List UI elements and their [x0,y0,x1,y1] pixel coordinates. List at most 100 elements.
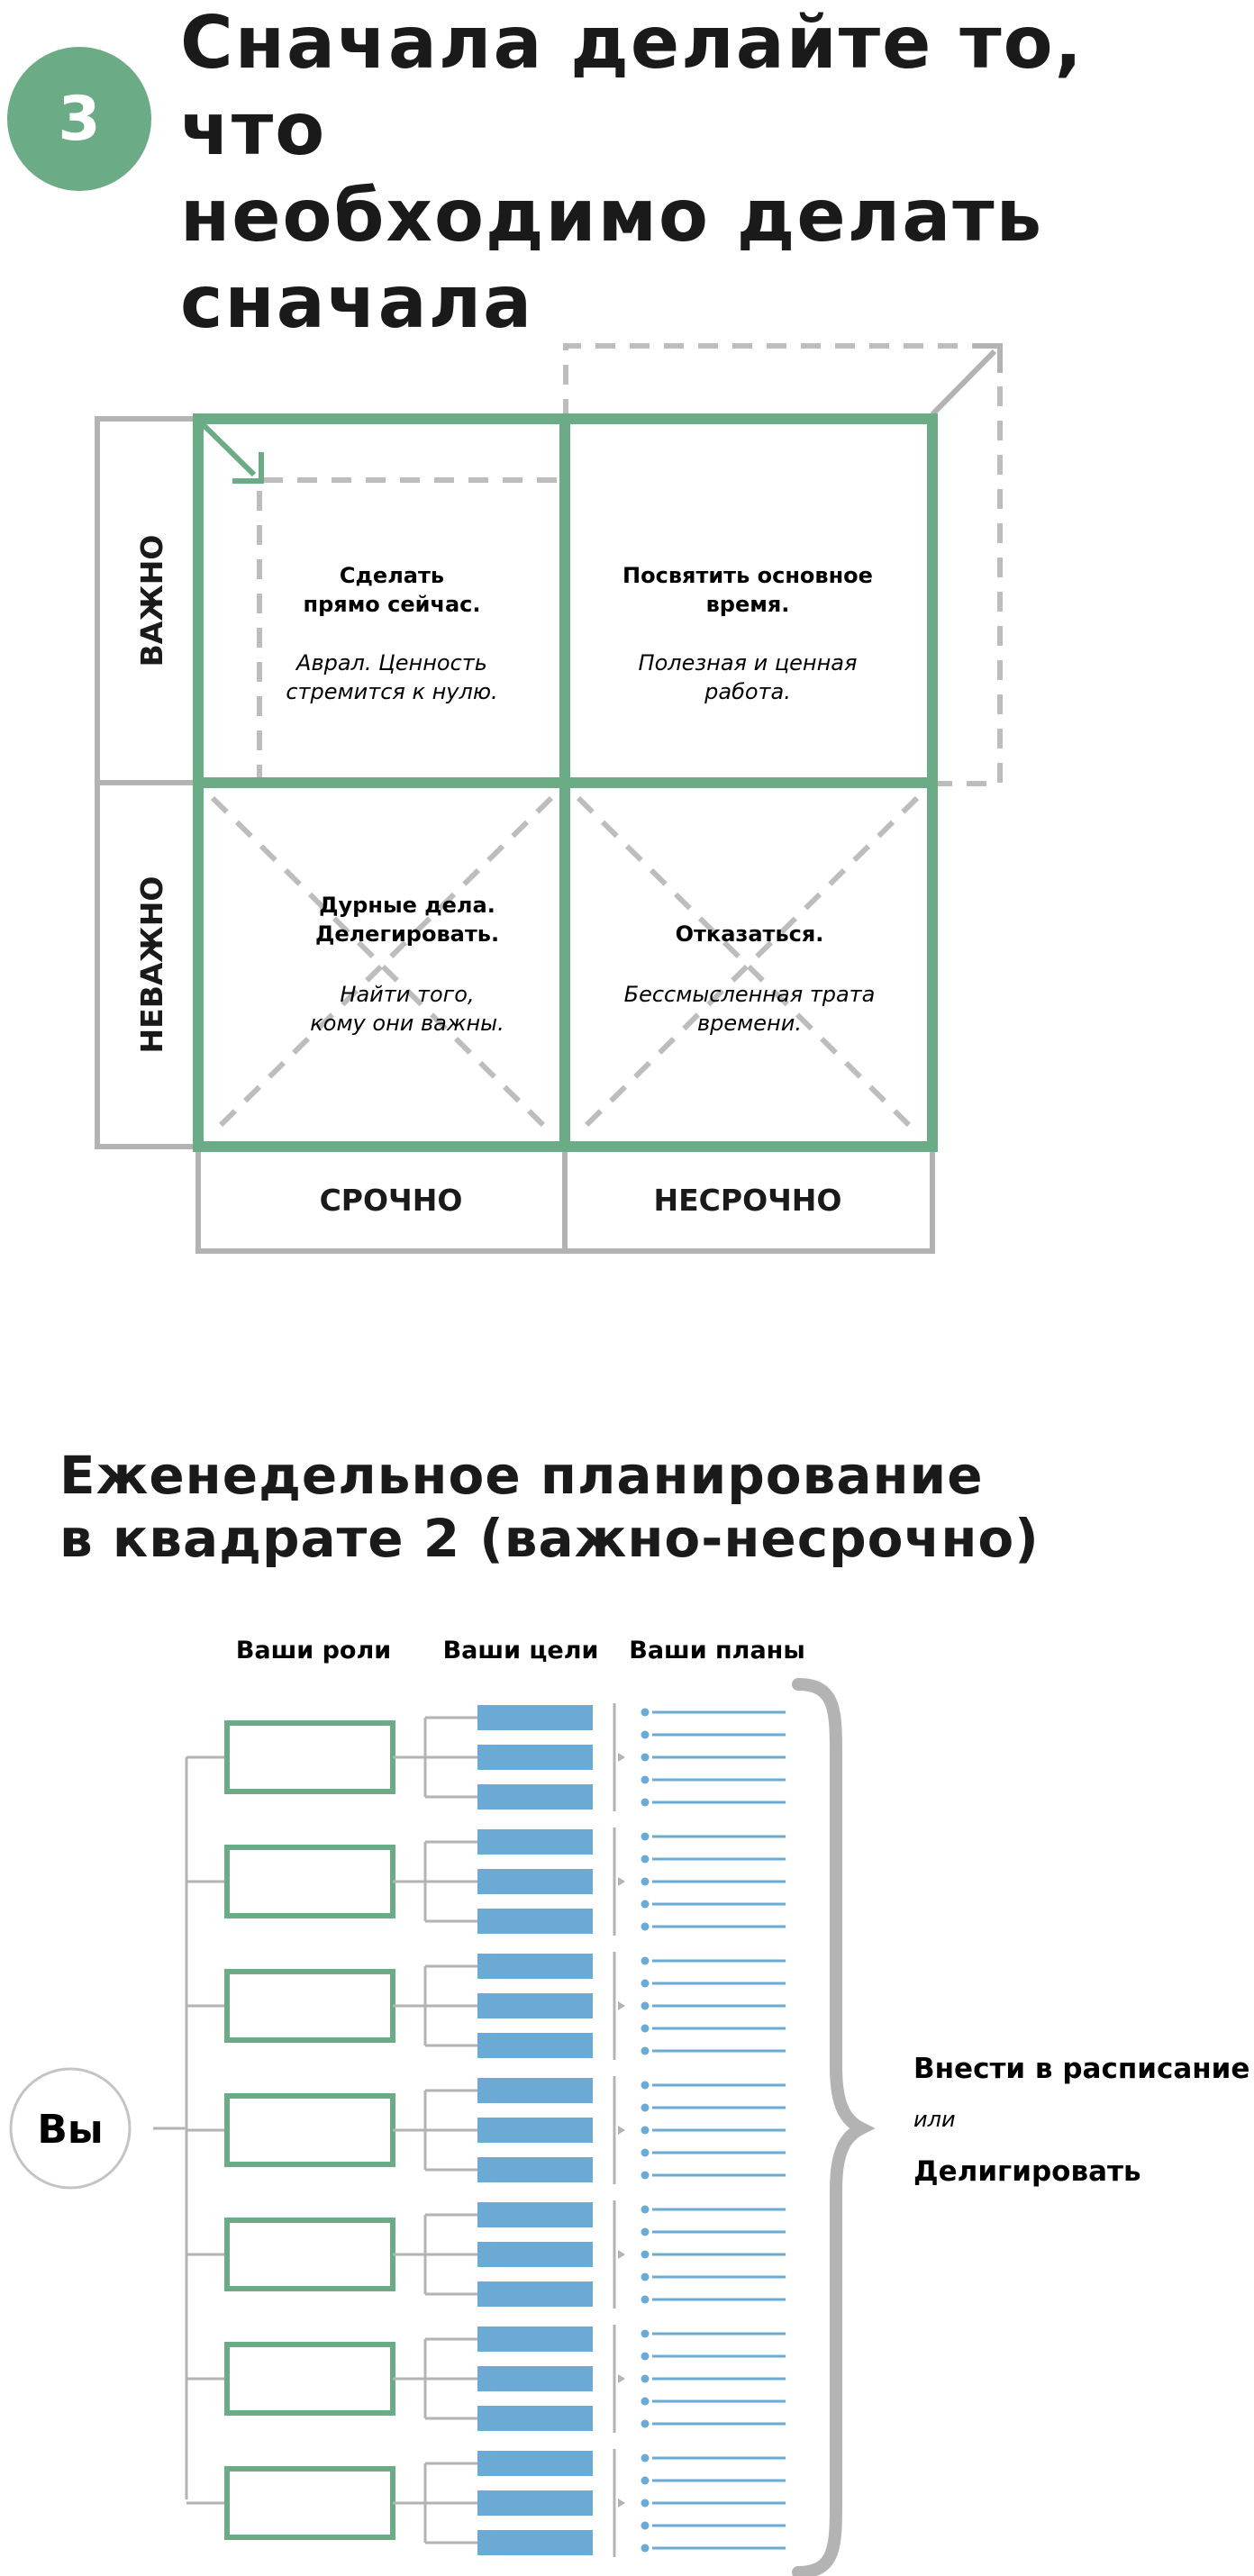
plans-arrow-icon [618,2001,625,2010]
plans-arrow-icon [618,2250,625,2259]
quadrant-title: прямо сейчас. [304,592,481,617]
goal-bar [477,1784,593,1810]
cross-out-marks [210,795,920,1136]
plan-dot [641,1956,650,1965]
column-header-roles: Ваши роли [236,1637,391,1664]
quadrant-note: времени. [697,1011,802,1036]
plan-dot [641,2250,650,2259]
quadrant-delegate: Дурные дела. Делегировать. Найти того, к… [310,893,504,1036]
quadrant-note: кому они важны. [310,1011,504,1036]
shrink-arrow-line [199,421,257,477]
quadrant-note: работа. [704,679,791,704]
plan-dot [641,2171,650,2180]
title-line: необходимо делать [180,174,1044,258]
cross-line [576,795,920,1136]
goal-bar [477,2242,593,2267]
goal-bar [477,1993,593,2018]
quadrant-note: Аврал. Ценность [295,650,487,676]
role-box [224,1845,395,1918]
expand-square [563,343,1003,786]
goal-bar [477,2033,593,2058]
role-box [224,2342,395,2416]
cross-line [210,795,554,1136]
shrink-arrowhead [232,452,264,484]
plan-dot [641,1798,650,1807]
title-line: Сначала делайте то, что [180,1,1084,171]
plan-dot [641,1900,650,1909]
cross-line [576,795,920,1136]
plan-dot [641,2352,650,2361]
column-header-plans: Ваши планы [629,1637,805,1664]
row-label-not-important: НЕВАЖНО [134,876,169,1054]
plan-dot [641,1979,650,1988]
row-label-important: ВАЖНО [134,535,169,667]
cross-line [210,795,554,1136]
quadrant-note: Найти того, [340,982,474,1007]
plan-dot [641,2544,650,2553]
plans-arrow-icon [618,2499,625,2508]
column-label-not-urgent: НЕСРОЧНО [654,1183,842,1218]
plan-dot [641,1775,650,1784]
plan-dot [641,2046,650,2055]
plan-dot [641,2081,650,2090]
plan-dot [641,2476,650,2485]
you-label: Вы [37,2107,103,2153]
shrink-square [257,477,557,779]
goal-bar [477,2451,593,2476]
quadrant-note: Полезная и ценная [639,650,858,676]
curly-brace [792,1678,876,2576]
plans-arrow-icon [618,1753,625,1762]
quadrant-main-time: Посвятить основное время. Полезная и цен… [622,563,873,704]
goal-bar [477,2490,593,2516]
weekly-planning-diagram: Еженедельное планирование в квадрате 2 (… [9,1445,1249,2576]
goal-bar [477,1745,593,1770]
quadrant-do-now: Сделать прямо сейчас. Аврал. Ценность ст… [286,563,497,704]
plan-dot [641,2126,650,2135]
goal-bar [477,1705,593,1730]
plan-dot [641,1855,650,1864]
goal-bar [477,2157,593,2182]
shrink-square-outline [257,477,557,779]
expand-arrowhead [973,343,1003,373]
quadrant-title: Дурные дела. [319,893,495,918]
role-box [224,2093,395,2167]
expand-arrow-line [930,349,997,417]
step-number-badge: 3 [7,47,151,191]
role-box [224,2218,395,2291]
role-box [224,1720,395,1794]
plans-arrow-icon [618,2126,625,2135]
quadrant-title: Делегировать. [315,921,499,947]
priority-matrix: ВАЖНО НЕВАЖНО СРОЧНО НЕСРОЧНО Сделать пр… [95,343,1003,1254]
title-line: сначала [180,260,534,344]
plan-dot [641,2272,650,2281]
goal-bar [477,2202,593,2227]
plan-dot [641,2419,650,2428]
you-node [9,2067,132,2190]
plan-dot [641,1708,650,1717]
plan-dot [641,2374,650,2383]
quadrant-title: Сделать [340,563,444,588]
goal-bar [477,2118,593,2143]
quadrant-note: Бессмысленная трата [624,982,876,1007]
plan-dot [641,1922,650,1931]
goal-bar [477,2327,593,2352]
quadrant-title: Отказаться. [676,921,824,947]
role-rows [186,1703,786,2557]
plan-dot [641,2148,650,2157]
outcome-or: или [913,2107,956,2132]
page-title: Сначала делайте то, что необходимо делат… [180,0,1216,346]
goal-bar [477,1909,593,1934]
goal-bar [477,2281,593,2307]
plan-dot [641,1730,650,1739]
plans-arrow-icon [618,1877,625,1886]
plan-dot [641,2329,650,2338]
plan-dot [641,2227,650,2236]
quadrant-note: стремится к нулю. [286,679,497,704]
outcome-schedule: Внести в расписание [913,2053,1249,2085]
goal-bar [477,1954,593,1979]
goal-bar [477,2366,593,2391]
quadrant-refuse: Отказаться. Бессмысленная трата времени. [624,921,876,1036]
role-box [224,2466,395,2540]
column-label-urgent: СРОЧНО [320,1183,463,1218]
plan-dot [641,2295,650,2304]
